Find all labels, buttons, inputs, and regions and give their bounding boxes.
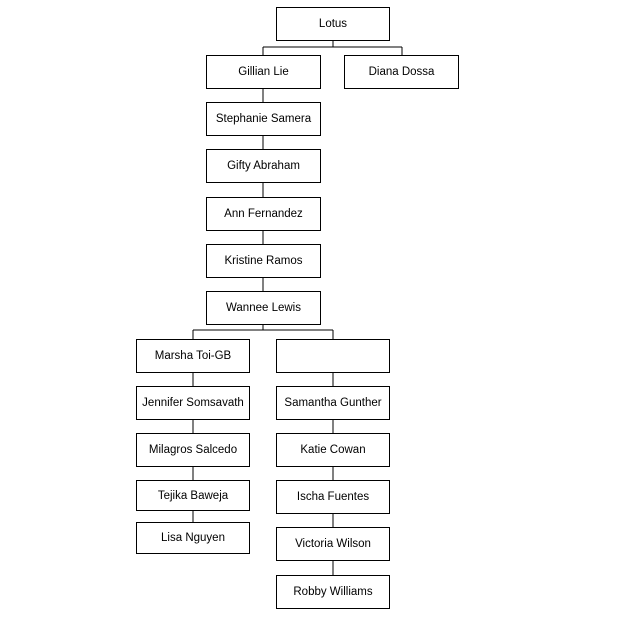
org-node-ann-fernandez: Ann Fernandez (206, 197, 321, 231)
org-node-robby-williams: Robby Williams (276, 575, 390, 609)
org-node-diana-dossa: Diana Dossa (344, 55, 459, 89)
org-node-stephanie-samera: Stephanie Samera (206, 102, 321, 136)
org-node-gillian-lie: Gillian Lie (206, 55, 321, 89)
org-node-milagros-salcedo: Milagros Salcedo (136, 433, 250, 467)
org-node-marsha-toi-gb: Marsha Toi-GB (136, 339, 250, 373)
org-node-katie-cowan: Katie Cowan (276, 433, 390, 467)
org-node-samantha-gunther: Samantha Gunther (276, 386, 390, 420)
org-node-victoria-wilson: Victoria Wilson (276, 527, 390, 561)
org-node-ischa-fuentes: Ischa Fuentes (276, 480, 390, 514)
org-node-tejika-baweja: Tejika Baweja (136, 480, 250, 511)
org-node-lisa-nguyen: Lisa Nguyen (136, 522, 250, 554)
org-node-wannee-lewis: Wannee Lewis (206, 291, 321, 325)
org-node-jennifer-somsavath: Jennifer Somsavath (136, 386, 250, 420)
org-node-root: Lotus (276, 7, 390, 41)
org-node-kristine-ramos: Kristine Ramos (206, 244, 321, 278)
org-node-gifty-abraham: Gifty Abraham (206, 149, 321, 183)
org-node-blank-header (276, 339, 390, 373)
